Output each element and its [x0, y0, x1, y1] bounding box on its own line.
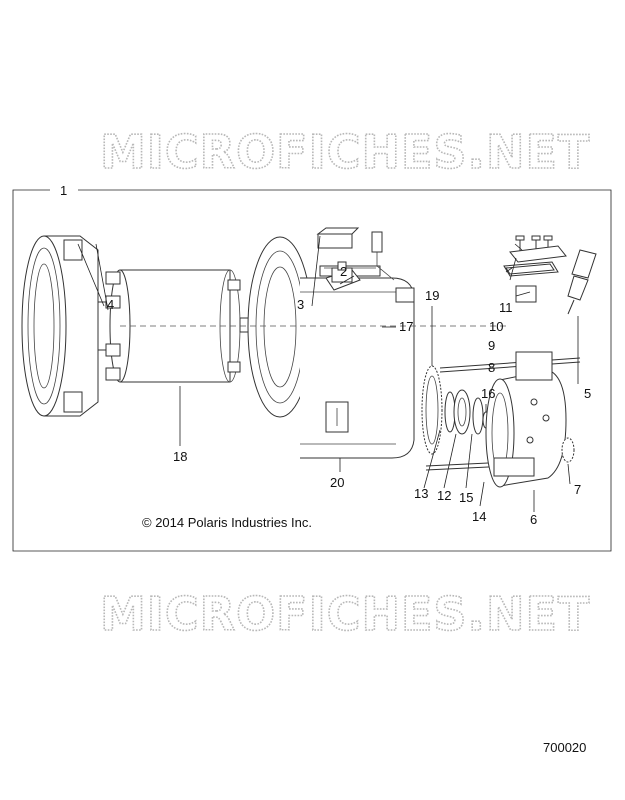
part-19-gear [421, 365, 443, 455]
callout-5: 5 [584, 386, 591, 401]
part-9-insulator [503, 261, 559, 277]
callout-4: 4 [107, 297, 114, 312]
copyright-notice: © 2014 Polaris Industries Inc. [142, 515, 312, 530]
callout-3: 3 [297, 297, 304, 312]
callout-13: 13 [414, 486, 428, 501]
part-2-connector [325, 261, 361, 291]
callout-6: 6 [530, 512, 537, 527]
part-11-screws [515, 235, 553, 252]
part-17-sensor [371, 231, 395, 281]
frame-border [12, 189, 612, 552]
callout-16: 16 [481, 386, 495, 401]
callout-17: 17 [399, 319, 413, 334]
callout-1: 1 [60, 183, 67, 198]
part-8-terminal [515, 285, 537, 303]
part-20-field-housing [247, 236, 415, 459]
callout-11: 11 [499, 300, 513, 315]
watermark-bottom: MICROFICHES.NET [100, 587, 590, 641]
part-7-pinion [561, 437, 575, 463]
assembly-frame: 1 [12, 183, 612, 552]
part-5-solenoid [567, 249, 597, 315]
callout-18: 18 [173, 449, 187, 464]
part-10-plate [509, 245, 567, 263]
callout-15: 15 [459, 490, 473, 505]
callout-20: 20 [330, 475, 344, 490]
leader-lines [77, 235, 579, 512]
part-15-ring [472, 397, 484, 435]
callout-8: 8 [488, 360, 495, 375]
part-4-end-housing [21, 235, 117, 417]
callout-9: 9 [488, 338, 495, 353]
watermark-top: MICROFICHES.NET [100, 125, 590, 179]
part-12-bearing [453, 389, 471, 435]
callout-14: 14 [472, 509, 486, 524]
callout-10: 10 [489, 319, 503, 334]
figure-number: 700020 [543, 740, 586, 755]
part-3-bracket [316, 227, 360, 249]
callout-7: 7 [574, 482, 581, 497]
callout-12: 12 [437, 488, 451, 503]
callout-2: 2 [340, 264, 347, 279]
callout-19: 19 [425, 288, 439, 303]
part-6-drive-end-housing [485, 351, 567, 488]
